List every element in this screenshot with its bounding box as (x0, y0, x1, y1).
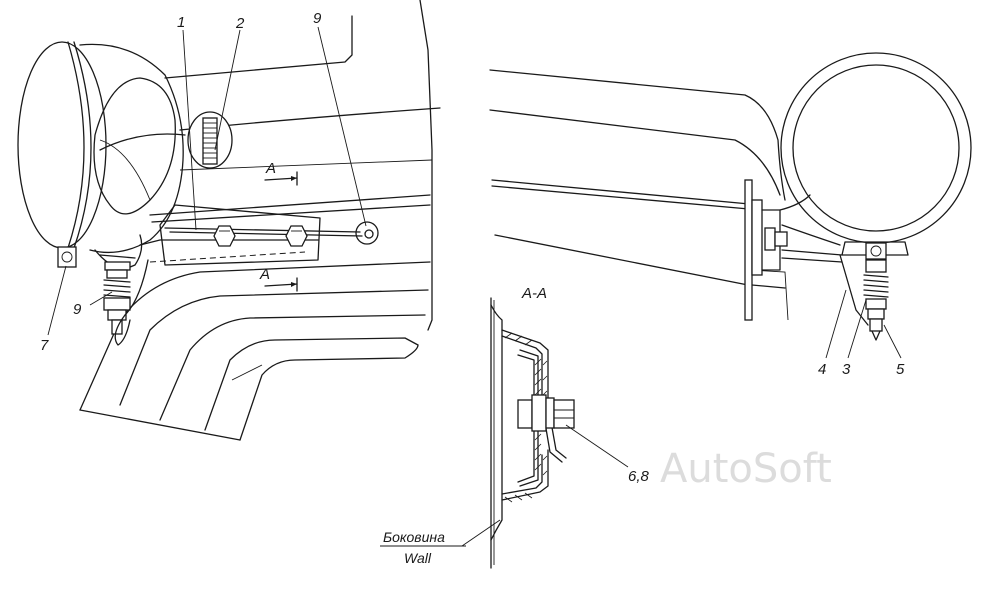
wall-label-en: Wall (404, 550, 432, 566)
callout-2: 2 (235, 15, 245, 32)
section-a-lower-label: A (259, 266, 270, 283)
right-view: 4 3 5 (489, 52, 972, 378)
side-clamp (57, 246, 77, 268)
right-mount-foot (781, 241, 909, 263)
right-leaders (825, 289, 902, 359)
section-a-upper-label: A (265, 160, 276, 177)
left-leaders (47, 26, 367, 336)
wall-label-ru: Боковина (383, 529, 445, 545)
callout-7: 7 (40, 337, 49, 354)
right-headlamp (779, 52, 972, 246)
headlamp-rim (17, 41, 107, 249)
section-bolt-nut (517, 394, 575, 432)
watermark: AutoSoft (660, 446, 832, 492)
right-spring-stud (863, 259, 889, 341)
callout-5: 5 (896, 361, 905, 378)
callout-6-8: 6,8 (628, 468, 650, 485)
section-wall-sheet (490, 297, 503, 569)
section-aa: A-A (380, 285, 650, 569)
section-aa-title: A-A (521, 285, 547, 302)
bracket-plate (139, 204, 363, 266)
callout-9-top: 9 (313, 10, 322, 27)
bracket-bolt-left (213, 225, 236, 247)
right-cab-panel (489, 69, 789, 321)
leader-6-8 (565, 424, 629, 468)
right-wall-bolt (764, 227, 788, 251)
callout-3: 3 (842, 361, 851, 378)
wire-harness (114, 259, 149, 346)
bracket-bolt-right (285, 225, 308, 247)
cab-body-panel (79, 0, 441, 441)
callout-4: 4 (818, 361, 826, 378)
spring-stud (103, 269, 131, 335)
section-marker-upper: A (264, 160, 298, 186)
leader-wall (461, 519, 501, 547)
adjustment-knob (187, 111, 233, 169)
callout-1: 1 (177, 14, 185, 31)
left-view: A A 1 2 9 9 7 (17, 0, 441, 441)
right-stay-rod (839, 254, 869, 326)
callout-9-left: 9 (73, 301, 82, 318)
section-marker-lower: A (259, 266, 298, 292)
cable-grommet (355, 221, 379, 245)
